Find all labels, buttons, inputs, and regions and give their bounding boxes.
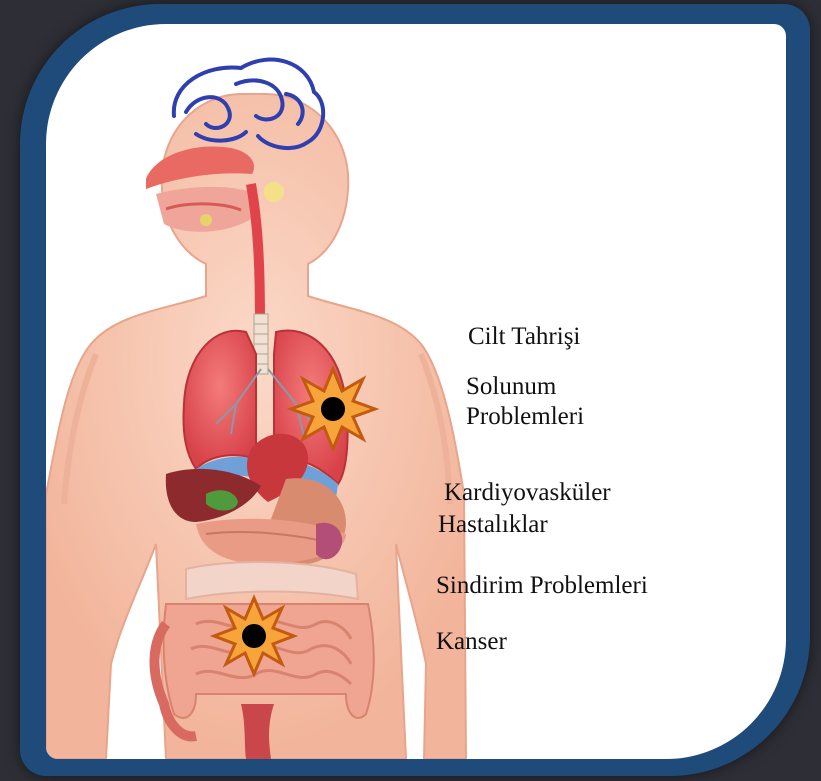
label-cancer: Kanser <box>436 626 507 657</box>
label-cardiovascular-line2: Hastalıklar <box>438 509 548 540</box>
label-skin-irritation: Cilt Tahrişi <box>468 321 580 352</box>
slide-frame: Cilt Tahrişi Solunum Problemleri Kardiyo… <box>20 4 810 776</box>
human-body-diagram <box>46 24 786 759</box>
burst-icon <box>291 369 375 449</box>
label-respiratory-line1: Solunum <box>466 371 556 402</box>
diagram-card: Cilt Tahrişi Solunum Problemleri Kardiyo… <box>46 24 786 759</box>
burst-icon <box>214 598 294 674</box>
label-digestive-problems: Sindirim Problemleri <box>436 570 648 601</box>
label-cardiovascular-line1: Kardiyovasküler <box>444 477 611 508</box>
label-respiratory-line2: Problemleri <box>466 401 584 432</box>
